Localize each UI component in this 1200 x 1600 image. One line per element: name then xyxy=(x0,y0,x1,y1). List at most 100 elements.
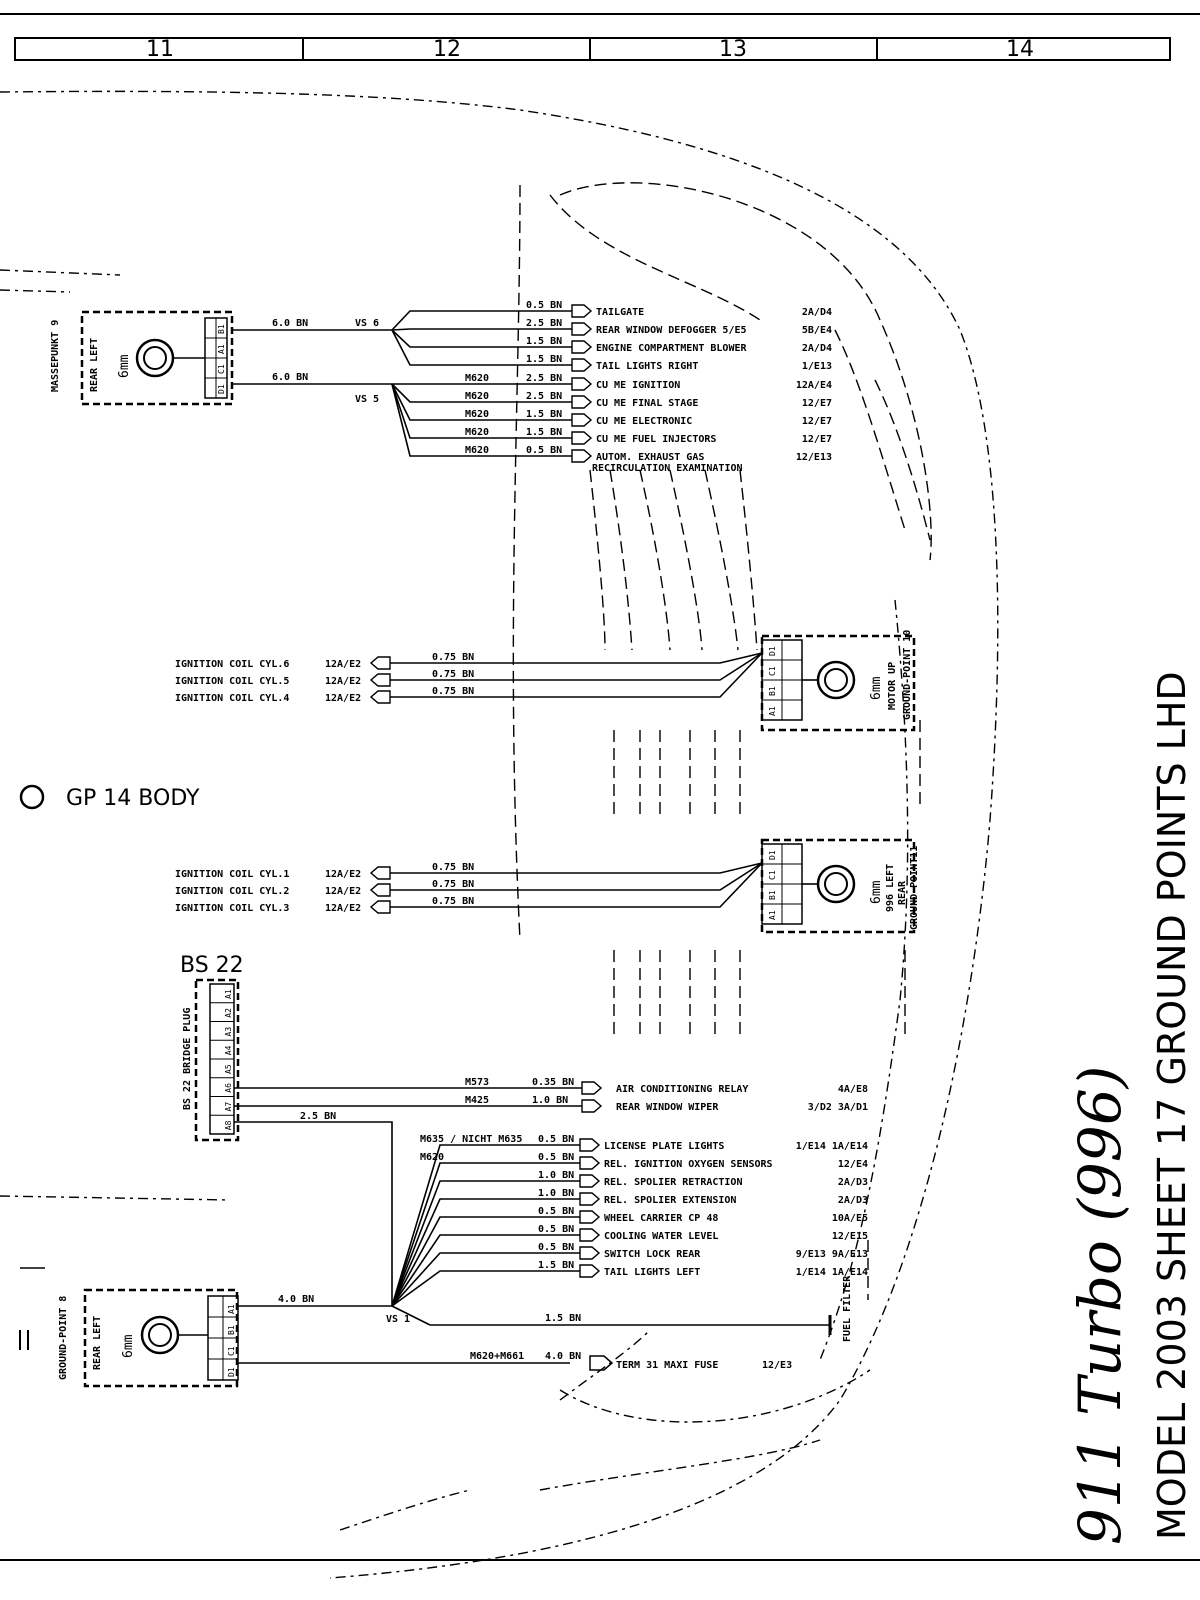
bs22-pin: A6 xyxy=(224,1083,233,1093)
branch-wire xyxy=(391,1234,580,1307)
wire-gauge: 1.0 BN xyxy=(538,1188,574,1199)
branch-wire xyxy=(391,383,572,421)
connector-arrow-icon xyxy=(581,1081,603,1095)
branch-wire xyxy=(391,1162,580,1307)
grid-col-12: 12 xyxy=(433,37,461,62)
connector-arrow-icon xyxy=(581,1099,603,1113)
gp8-size: 6mm xyxy=(121,1334,136,1358)
destination-label: REL. IGNITION OXYGEN SENSORS xyxy=(604,1159,773,1170)
vs5-splice: VS 5 xyxy=(355,394,379,405)
reference-code: 10A/E5 xyxy=(832,1213,868,1224)
gp10-pin-1: A1 xyxy=(768,706,777,716)
bs22-box xyxy=(194,978,240,1142)
bs22-pin: A2 xyxy=(224,1008,233,1018)
gp8-pin-3: C1 xyxy=(227,1346,236,1356)
destination-label: LICENSE PLATE LIGHTS xyxy=(604,1141,724,1152)
gp10-size: 6mm xyxy=(869,676,884,700)
connector-arrow-icon xyxy=(579,1228,601,1242)
destination-label: WHEEL CARRIER CP 48 xyxy=(604,1213,718,1224)
branch-wire xyxy=(391,383,572,439)
destination-label: CU ME FUEL INJECTORS xyxy=(596,434,716,445)
coil-label: IGNITION COIL CYL.2 xyxy=(175,886,289,897)
reference-code: 12/E13 xyxy=(796,452,832,463)
harness-bundles xyxy=(589,329,931,1300)
wire-gauge: 0.35 BN xyxy=(532,1077,574,1088)
reference-code: 9/E13 9A/E13 xyxy=(796,1249,868,1260)
gp8-pin-1: A1 xyxy=(227,1304,236,1314)
bs22-pin: A4 xyxy=(224,1045,233,1055)
gp11-pin-4: D1 xyxy=(768,850,777,860)
gp11-pin-1: A1 xyxy=(768,910,777,920)
destination-label: TAILGATE xyxy=(596,307,644,318)
reference-code: 4A/E8 xyxy=(838,1084,868,1095)
wire-code: M620 xyxy=(465,373,489,384)
reference-code: 12/E4 xyxy=(838,1159,868,1170)
gp11-stud-icon xyxy=(816,864,856,904)
reference-code: 1/E14 1A/E14 xyxy=(796,1141,868,1152)
wire-gauge: 1.0 BN xyxy=(532,1095,568,1106)
wire-gauge: 0.5 BN xyxy=(538,1152,574,1163)
branch-wire xyxy=(391,383,572,403)
reference-code: 12/E7 xyxy=(802,416,832,427)
gp8-pin-2: B1 xyxy=(227,1325,236,1335)
wire-code: M620 xyxy=(420,1152,444,1163)
wire-gauge: 1.5 BN xyxy=(526,409,562,420)
connector-arrow-icon xyxy=(579,1156,601,1170)
gp11-label: GROUND-POINT11 xyxy=(909,846,920,930)
ground-point-9: MASSEPUNKT 9 REAR LEFT 6mm B1 A1 C1 D1 6… xyxy=(50,310,392,406)
connector-arrow-icon xyxy=(571,449,593,463)
gp9-bottom-wire: 6.0 BN xyxy=(272,372,308,383)
sheet-title: MODEL 2003 SHEET 17 GROUND POINTS LHD xyxy=(1150,671,1194,1540)
wire-code: M620 xyxy=(465,445,489,456)
gp14-marker: GP 14 BODY xyxy=(19,784,200,811)
fuel-filter-label: FUEL FILTER xyxy=(842,1275,853,1342)
bs22-pin: A7 xyxy=(224,1102,233,1112)
gp9-top-wire: 6.0 BN xyxy=(272,318,308,329)
destination-label: CU ME IGNITION xyxy=(596,380,680,391)
connector-arrow-icon xyxy=(579,1192,601,1206)
model-script-title: 911 Turbo (996) xyxy=(1066,1066,1134,1545)
branch-wire xyxy=(391,1270,580,1307)
term31-wire: 4.0 BN xyxy=(545,1351,581,1362)
gp11-pin-2: B1 xyxy=(768,890,777,900)
ground-point-8: GROUND-POINT 8 REAR LEFT 6mm A1 B1 C1 D1… xyxy=(19,1267,570,1388)
branch-wire xyxy=(391,329,572,366)
gp11-size: 6mm xyxy=(869,880,884,904)
gp10-pin-2: B1 xyxy=(768,686,777,696)
term31-code: M620+M661 xyxy=(470,1351,524,1362)
connector-arrow-icon xyxy=(579,1264,601,1278)
destination-label: TAIL LIGHTS LEFT xyxy=(604,1267,700,1278)
reference-code: 2A/D4 xyxy=(802,343,832,354)
coil-label: IGNITION COIL CYL.1 xyxy=(175,869,289,880)
ground-point-11: A1 B1 C1 D1 6mm 996 LEFT REAR GROUND-POI… xyxy=(760,838,920,934)
wire-gauge: 1.0 BN xyxy=(538,1170,574,1181)
connector-arrow-icon xyxy=(579,1210,601,1224)
coil-label: IGNITION COIL CYL.3 xyxy=(175,903,289,914)
coil-reference: 12A/E2 xyxy=(325,693,361,704)
gp8-top-wire: 4.0 BN xyxy=(278,1294,314,1305)
coil-label: IGNITION COIL CYL.5 xyxy=(175,676,289,687)
destination-label: TAIL LIGHTS RIGHT xyxy=(596,361,698,372)
gp11-sublabel-2: 996 LEFT xyxy=(885,864,896,912)
branch-wire xyxy=(391,1144,580,1307)
gp9-label: MASSEPUNKT 9 xyxy=(50,320,61,392)
bs22-label: BS 22 BRIDGE PLUG xyxy=(182,1008,193,1110)
coil-label: IGNITION COIL CYL.6 xyxy=(175,659,289,670)
grid-column-labels: 11 12 13 14 xyxy=(146,37,1034,62)
reference-code: 2A/D4 xyxy=(802,307,832,318)
connector-arrow-icon xyxy=(571,304,593,318)
gp10-stud-icon xyxy=(816,660,856,700)
bs22-bridge-plug: BS 22 BS 22 BRIDGE PLUG xyxy=(180,953,244,1142)
wire-gauge: 1.5 BN xyxy=(538,1260,574,1271)
ground-point-10: A1 B1 C1 D1 6mm MOTOR UP GROUND-POINT 10 xyxy=(760,630,916,732)
wire-code: M573 xyxy=(465,1077,489,1088)
destination-label: REAR WINDOW DEFOGGER 5/E5 xyxy=(596,325,747,336)
wire-gauge: 0.75 BN xyxy=(432,862,474,873)
reference-code: 5B/E4 xyxy=(802,325,832,336)
wire-gauge: 2.5 BN xyxy=(526,318,562,329)
fuel-filter-branch: 1.5 BN FUEL FILTER xyxy=(391,1275,853,1342)
gp11-pin-3: C1 xyxy=(768,870,777,880)
branch-wire xyxy=(391,328,572,331)
